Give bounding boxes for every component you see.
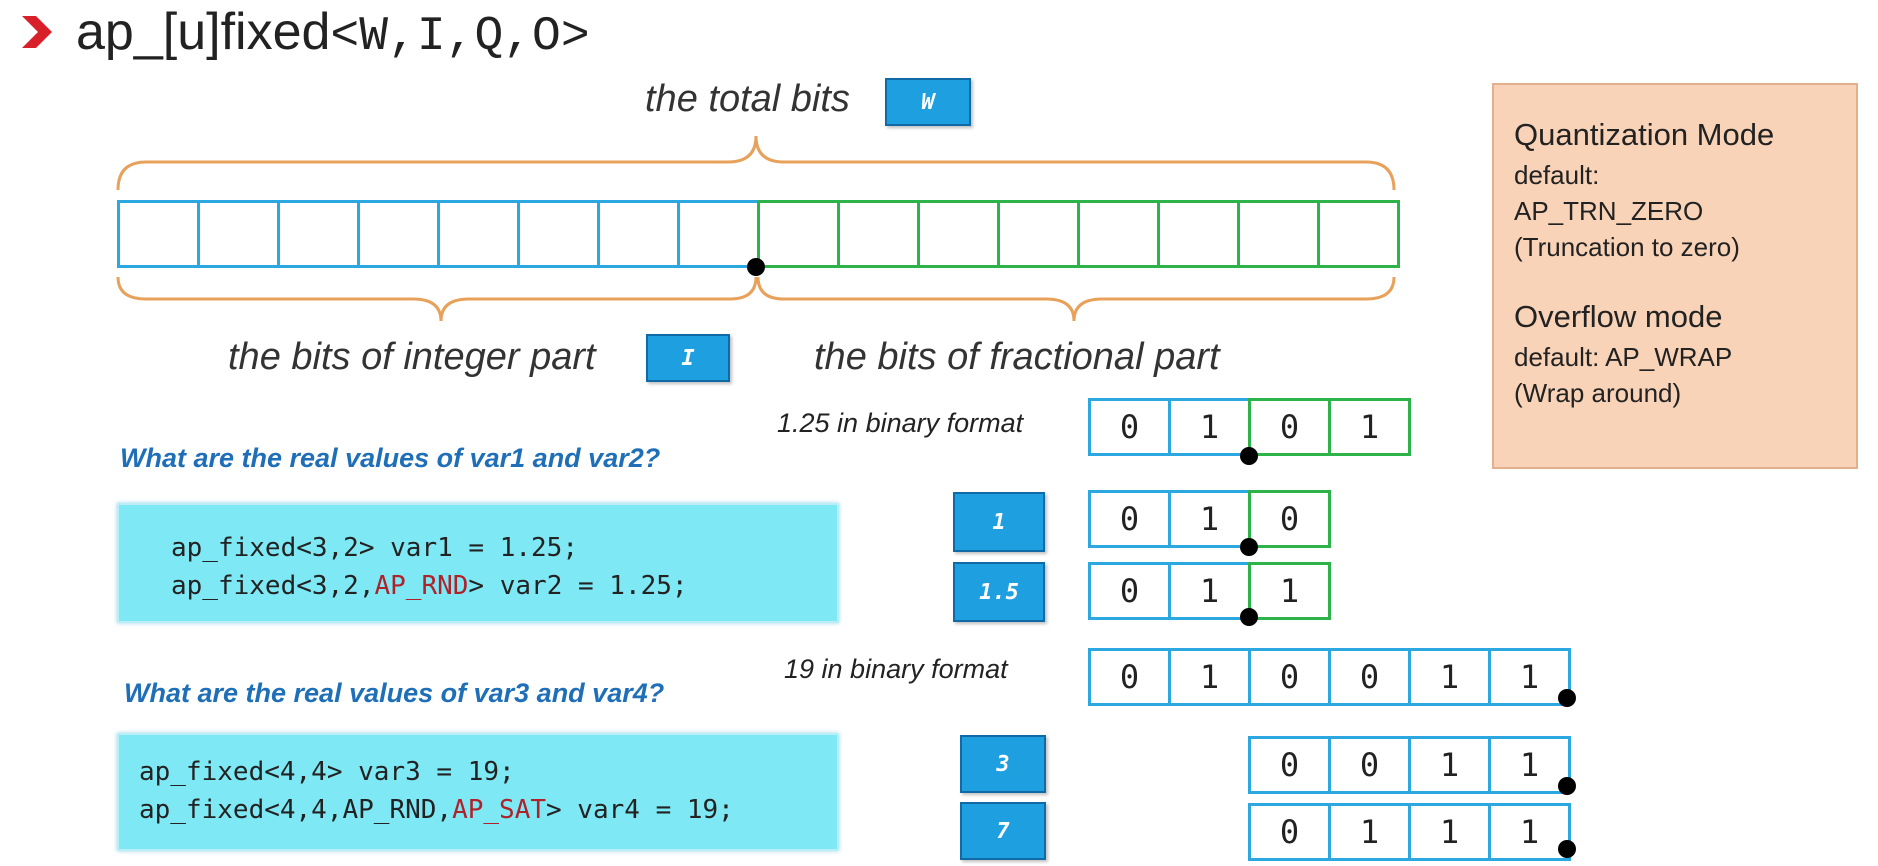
bit-cell: 0 [1088,648,1171,706]
bit-cell: 1 [1168,648,1251,706]
code-block-var3-var4: ap_fixed<4,4> var3 = 19; ap_fixed<4,4,AP… [117,733,839,851]
binary-point-dot [747,258,765,276]
bit-cell: 1 [1328,803,1411,861]
defaults-info-panel: Quantization Mode default: AP_TRN_ZERO (… [1492,83,1858,469]
quantization-description: (Truncation to zero) [1514,232,1740,262]
var4-value-tag: 7 [960,802,1046,860]
integer-bit-cell [357,200,440,268]
integer-bits-brace [116,276,758,322]
var3-value-tag: 3 [960,735,1046,793]
code-line: ap_fixed<4,4,AP_RND,AP_SAT> var4 = 19; [139,795,734,825]
bits-var2: 0 1 1 [1088,562,1331,620]
binary-point-dot [1240,447,1258,465]
binary-point-dot [1240,538,1258,556]
var1-value-tag: 1 [953,492,1045,552]
bits-19: 0 1 0 0 1 1 [1088,648,1571,706]
fractional-bit-cell [1157,200,1240,268]
fractional-part-label: the bits of fractional part [814,336,1220,378]
total-bits-label: the total bits [645,78,850,120]
w-tag: W [885,78,971,126]
bit-cell: 0 [1088,490,1171,548]
integer-bit-cell [197,200,280,268]
title-prefix: ap_[u]fixed [76,3,331,61]
bit-cell: 1 [1168,490,1251,548]
main-bit-row [117,200,1400,268]
bit-cell: 1 [1328,398,1411,456]
code-line: ap_fixed<3,2,AP_RND> var2 = 1.25; [171,571,688,601]
title-params: <W,I,Q,O> [330,10,590,64]
fractional-bit-cell [997,200,1080,268]
bit-cell: 1 [1408,803,1491,861]
integer-bit-cell [597,200,680,268]
total-bits-brace [116,135,1396,191]
overflow-description: (Wrap around) [1514,378,1682,408]
bit-cell: 0 [1328,736,1411,794]
bit-cell: 1 [1248,562,1331,620]
binary-point-dot [1558,777,1576,795]
bit-cell: 0 [1088,398,1171,456]
bit-cell: 0 [1248,736,1331,794]
bit-cell: 1 [1168,398,1251,456]
bit-cell: 1 [1408,648,1491,706]
fractional-bit-cell [1317,200,1400,268]
fractional-bit-cell [757,200,840,268]
page-title: ap_[u]fixed<W,I,Q,O> [76,2,590,64]
binary-label-1-25: 1.25 in binary format [777,408,1024,438]
overflow-heading: Overflow mode [1514,299,1723,334]
fractional-bit-cell [1237,200,1320,268]
bit-cell: 1 [1408,736,1491,794]
code-line: ap_fixed<4,4> var3 = 19; [139,757,515,787]
quantization-default-label: default: [1514,160,1600,190]
code-keyword: AP_SAT [452,795,546,825]
integer-part-label: the bits of integer part [228,336,596,378]
bit-cell: 1 [1488,648,1571,706]
integer-bit-cell [677,200,760,268]
bits-var3: 0 0 1 1 [1248,736,1571,794]
binary-point-dot [1558,840,1576,858]
fractional-bits-brace [756,276,1396,322]
binary-point-dot [1558,689,1576,707]
integer-bit-cell [437,200,520,268]
binary-label-19: 19 in binary format [784,654,1008,684]
bits-1-25: 0 1 0 1 [1088,398,1411,456]
quantization-heading: Quantization Mode [1514,117,1775,152]
bit-cell: 1 [1488,736,1571,794]
bit-cell: 0 [1248,398,1331,456]
fractional-bit-cell [837,200,920,268]
bit-cell: 0 [1248,490,1331,548]
code-line: ap_fixed<3,2> var1 = 1.25; [171,533,578,563]
code-block-var1-var2: ap_fixed<3,2> var1 = 1.25; ap_fixed<3,2,… [117,503,839,623]
question-var3-var4: What are the real values of var3 and var… [124,678,665,708]
integer-bit-cell [117,200,200,268]
integer-bit-cell [277,200,360,268]
bits-var1: 0 1 0 [1088,490,1331,548]
fractional-bit-cell [917,200,1000,268]
quantization-default-value: AP_TRN_ZERO [1514,196,1704,226]
bit-cell: 0 [1248,648,1331,706]
chevron-right-icon [22,16,52,48]
i-tag: I [646,334,730,382]
binary-point-dot [1240,608,1258,626]
fractional-bit-cell [1077,200,1160,268]
bit-cell: 0 [1248,803,1331,861]
var2-value-tag: 1.5 [953,562,1045,622]
bits-var4: 0 1 1 1 [1248,803,1571,861]
bit-cell: 1 [1488,803,1571,861]
bit-cell: 0 [1088,562,1171,620]
question-var1-var2: What are the real values of var1 and var… [120,443,661,473]
overflow-default: default: AP_WRAP [1514,342,1733,372]
bit-cell: 1 [1168,562,1251,620]
bit-cell: 0 [1328,648,1411,706]
integer-bit-cell [517,200,600,268]
code-keyword: AP_RND [374,571,469,601]
